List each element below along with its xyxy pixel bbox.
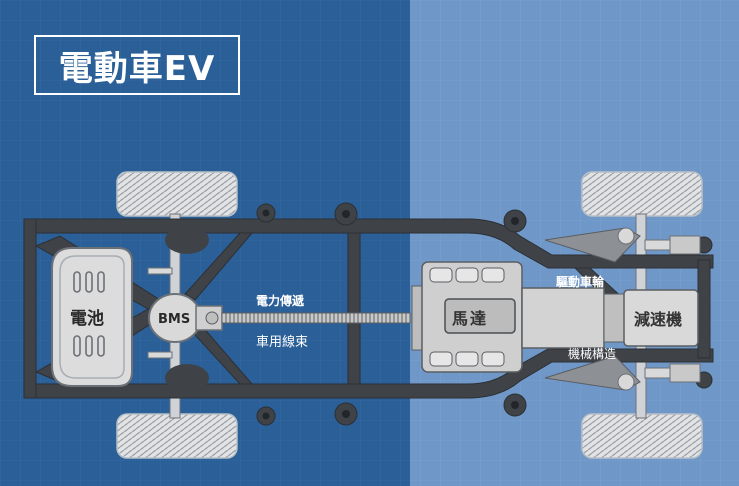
rear-right-tire: [581, 413, 703, 459]
wire-harness: [205, 311, 411, 325]
reducer-label: 減速機: [634, 310, 683, 329]
reducer-unit: [623, 289, 699, 347]
page-title: 電動車EV: [34, 35, 240, 95]
wire-harness-label: 車用線束: [256, 335, 309, 350]
rear-suspension: [544, 227, 701, 391]
motor-unit: [411, 261, 523, 373]
front-right-tire: [581, 171, 703, 217]
motor-label: 馬達: [452, 309, 489, 328]
drive-wheel-label: 驅動車輪: [556, 275, 605, 289]
power-transfer-label: 電力傳遞: [256, 294, 305, 308]
front-suspension: [147, 226, 209, 392]
battery-label: 電池: [70, 309, 104, 329]
rear-left-tire: [116, 413, 238, 459]
battery-pack: [51, 247, 133, 387]
mechanical-structure-label: 機械構造: [568, 347, 617, 361]
front-left-tire: [116, 171, 238, 217]
bms-label: BMS: [158, 312, 191, 327]
drive-shaft-housing: [521, 287, 605, 349]
